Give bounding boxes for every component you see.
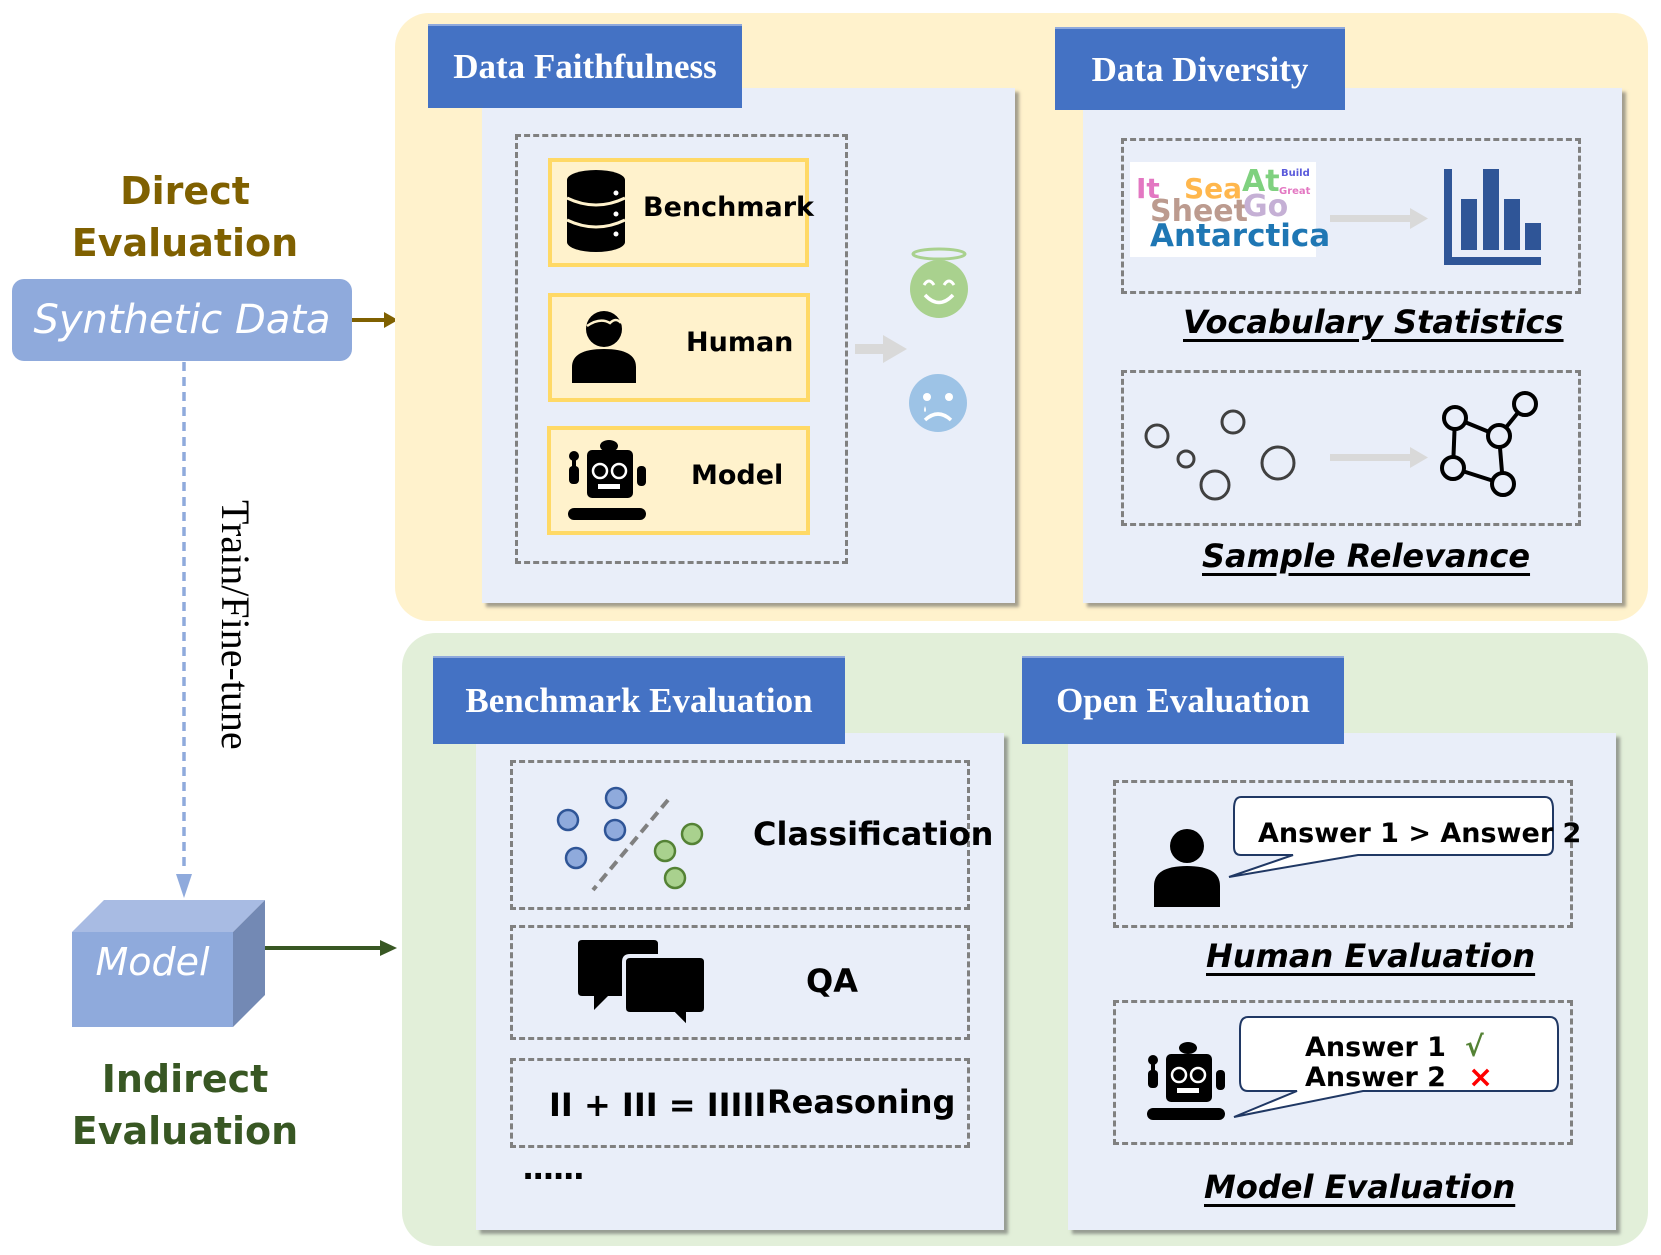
word-cloud: It Sea At Build Great Sheet Go Antarctic… [1130,162,1330,257]
model-answer-1-mark: √ [1465,1030,1484,1063]
sad-face-icon [909,374,967,432]
direct-title-line1: Direct [120,169,250,213]
human-speech-bubble [1228,796,1554,878]
word-great: Great [1279,186,1311,197]
word-antarctica: Antarctica [1150,218,1331,254]
direct-evaluation-title: Direct Evaluation [40,165,330,269]
human-evaluation-caption: Human Evaluation [1206,937,1536,975]
model-answer-2-mark: × [1468,1060,1494,1095]
arrow-to-direct-icon [352,312,398,328]
task-reasoning[interactable]: II + III = IIIII Reasoning [510,1058,970,1148]
scatter-classification-icon [556,786,704,892]
graph-network-icon [1440,391,1538,497]
indirect-title-line2: Evaluation [71,1109,299,1153]
happy-angel-face-icon [910,247,968,318]
model-evaluation-caption: Model Evaluation [1204,1168,1516,1206]
word-at: At [1242,164,1280,199]
model-box-label: Model [95,940,210,984]
task-classification[interactable]: Classification [510,760,993,910]
source-model-label: Model [691,460,784,491]
data-faithfulness-header: Data Faithfulness [428,24,742,108]
direct-title-line2: Evaluation [71,221,299,265]
synthetic-data-label: Synthetic Data [33,297,331,343]
indirect-title-line1: Indirect [101,1057,269,1101]
human-evaluation-group [1113,780,1573,928]
source-benchmark[interactable]: Benchmark [548,158,814,267]
person-icon-human-eval [1154,829,1220,907]
word-it: It [1136,172,1160,205]
synthetic-data-box[interactable]: Synthetic Data [12,279,352,361]
train-arrow-icon [176,362,192,898]
relevance-group [1121,370,1581,526]
classification-label: Classification [753,815,994,853]
reasoning-expression: II + III = IIIII [549,1086,767,1124]
word-sea: Sea [1184,172,1243,205]
word-build: Build [1281,168,1310,179]
model-answer-1-label: Answer 1 [1305,1032,1446,1063]
bar-chart-icon [1444,169,1541,265]
source-human-label: Human [686,327,794,358]
more-tasks-ellipsis: ······ [522,1157,585,1195]
word-sheet: Sheet [1150,194,1248,229]
robot-icon-model-eval [1147,1042,1225,1120]
faithfulness-sources-group [515,134,848,564]
faithfulness-arrow-icon [855,335,907,363]
open-evaluation-header: Open Evaluation [1022,656,1344,744]
model-answer-2-label: Answer 2 [1305,1062,1446,1093]
model-cube-icon [72,900,265,1027]
model-speech-bubble [1233,1016,1559,1118]
person-icon [572,311,636,383]
vocabulary-statistics-caption: Vocabulary Statistics [1183,303,1564,341]
database-icon [566,170,626,252]
human-bubble-text: Answer 1 > Answer 2 [1258,818,1582,849]
robot-icon [568,440,646,520]
vocab-arrow-icon [1330,208,1428,229]
indirect-evaluation-title: Indirect Evaluation [40,1053,330,1157]
arrow-to-indirect-icon [265,940,397,956]
model-evaluation-group [1113,1000,1573,1145]
qa-label: QA [806,962,858,1000]
scattered-samples-icon [1144,409,1296,501]
relevance-arrow-icon [1330,447,1428,468]
sample-relevance-caption: Sample Relevance [1202,537,1531,575]
chat-bubbles-icon [578,940,708,1033]
task-qa[interactable]: QA [510,925,970,1040]
data-diversity-header: Data Diversity [1055,27,1345,110]
source-model[interactable]: Model [547,426,810,535]
source-benchmark-label: Benchmark [643,192,814,223]
reasoning-label: Reasoning [767,1083,956,1121]
train-finetune-text: Train/Fine-tune [213,500,258,750]
benchmark-evaluation-header: Benchmark Evaluation [433,656,845,744]
source-human[interactable]: Human [548,293,810,402]
train-finetune-label: Train/Fine-tune [212,500,259,750]
vocabulary-group [1121,138,1581,294]
word-go: Go [1243,189,1289,224]
